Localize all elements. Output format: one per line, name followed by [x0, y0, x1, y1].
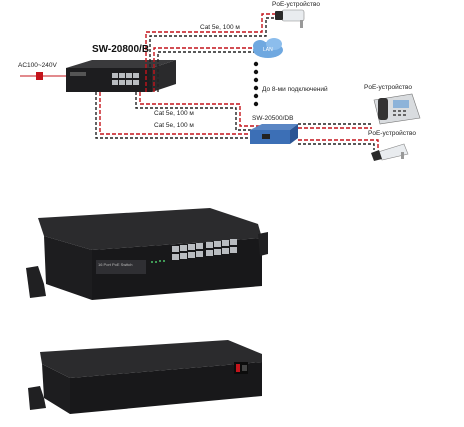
cloud-label: LAN — [263, 47, 273, 53]
poe-device-right-top-label: PoE-устройство — [364, 84, 412, 91]
cloud-icon — [253, 38, 283, 58]
main-switch — [66, 60, 176, 92]
cable-top-label: Cat 5e, 100 м — [200, 24, 240, 31]
switch-front-photo — [26, 208, 268, 300]
cable-to-top-camera — [145, 13, 282, 92]
cable-mid1-label: Cat 5e, 100 м — [154, 110, 194, 117]
poe-device-top-label: PoE-устройство — [272, 1, 320, 8]
cable-lower — [95, 92, 250, 139]
ip-phone-icon — [373, 93, 421, 125]
extender-device — [250, 124, 298, 144]
power-label: AC100~240V — [18, 62, 57, 69]
connections-label: До 8-ми подключений — [262, 86, 328, 93]
connection-dots — [253, 61, 259, 107]
cable-to-cloud — [153, 47, 256, 92]
camera-icon — [371, 143, 409, 161]
main-switch-label: SW-20800/B — [92, 44, 150, 55]
cable-to-bottom-camera — [298, 139, 379, 150]
switch-port-grid — [172, 239, 237, 260]
poe-device-right-bottom-label: PoE-устройство — [368, 130, 416, 137]
cable-mid2-label: Cat 5e, 100 м — [154, 122, 194, 129]
cable-to-phone — [298, 123, 372, 129]
plug-icon — [36, 72, 43, 80]
extender-label: SW-20500/DB — [252, 115, 294, 122]
switch-panel-text: 16 Port PoE Switch — [98, 262, 133, 267]
camera-icon — [275, 9, 305, 28]
switch-rear-photo — [28, 340, 262, 414]
cable-to-extender — [135, 92, 262, 131]
